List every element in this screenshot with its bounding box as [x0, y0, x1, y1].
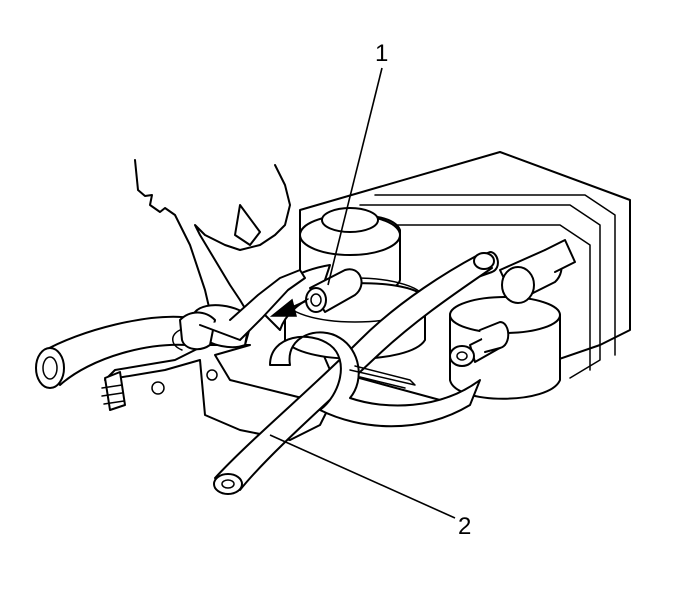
- technician-hands: [134, 159, 306, 351]
- vent-solenoid: [449, 296, 561, 400]
- disconnect-arrow-icon: [269, 298, 309, 317]
- leader-lines: [269, 67, 456, 519]
- callout-2-label: 2: [458, 513, 472, 540]
- leader-line-2: [269, 434, 456, 519]
- leader-line-1: [327, 67, 383, 286]
- mounting-bracket: [101, 344, 331, 441]
- lower-loop-hose: [269, 331, 481, 428]
- callout-1-label: 1: [375, 40, 389, 67]
